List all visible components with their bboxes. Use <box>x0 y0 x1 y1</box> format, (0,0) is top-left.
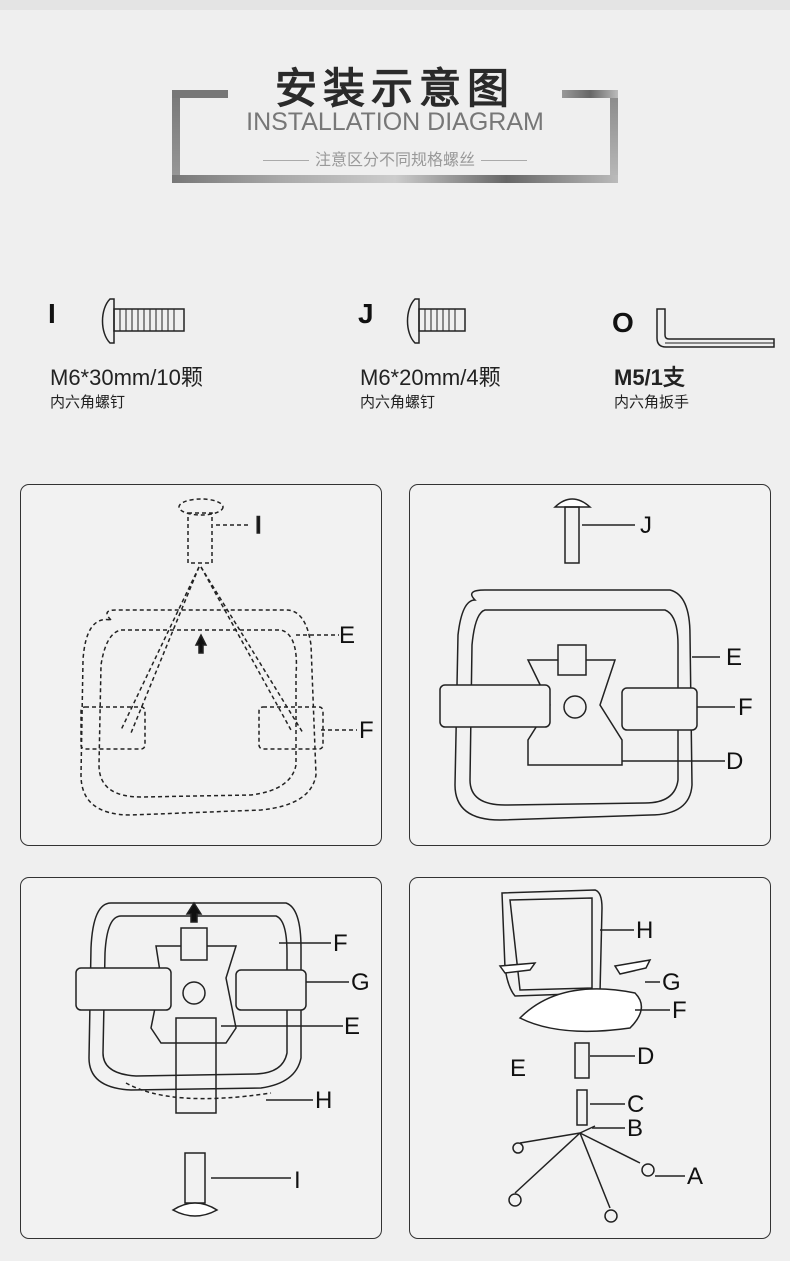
title-frame <box>172 90 618 183</box>
label-e: E <box>510 1055 526 1082</box>
label-h: H <box>636 917 653 944</box>
label-g: G <box>662 969 681 996</box>
label-i: I <box>294 1167 301 1194</box>
bolt-short-icon <box>406 298 466 344</box>
label-d: D <box>726 748 743 775</box>
label-i: I <box>255 512 262 539</box>
hex-key-icon <box>656 308 775 348</box>
label-d: D <box>637 1043 654 1070</box>
step-1-labels: I E F <box>254 511 374 744</box>
label-e: E <box>339 622 355 649</box>
label-h: H <box>315 1087 332 1114</box>
label-e: E <box>344 1013 360 1040</box>
top-strip <box>0 0 790 10</box>
label-a: A <box>687 1163 703 1190</box>
label-b: B <box>627 1115 643 1142</box>
seat-plate-diagram: J E F D <box>439 498 753 821</box>
label-e: E <box>726 644 742 671</box>
label-f: F <box>333 930 348 957</box>
bolt-long-icon <box>101 298 185 344</box>
label-g: G <box>351 969 370 996</box>
label-f: F <box>738 694 753 721</box>
seat-mechanism-diagram: F G E H I <box>75 901 370 1217</box>
label-j: J <box>640 512 652 539</box>
label-c: C <box>627 1091 644 1118</box>
label-f: F <box>359 717 374 744</box>
page-title: 安装示意图 <box>274 64 515 113</box>
chair-assembly-diagram: H G F E D C B A <box>498 889 703 1223</box>
page-title-english: INSTALLATION DIAGRAM <box>246 108 544 136</box>
step-2-panel: J E F D <box>409 484 771 846</box>
seat-bottom-diagram: I E F <box>80 498 374 816</box>
step-1-panel: I E F <box>20 484 382 846</box>
step-4-panel: H G F E D C B A <box>409 877 771 1239</box>
label-f: F <box>672 997 687 1024</box>
step-3-panel: F G E H I <box>20 877 382 1239</box>
page-subtitle: 注意区分不同规格螺丝 <box>0 146 790 170</box>
